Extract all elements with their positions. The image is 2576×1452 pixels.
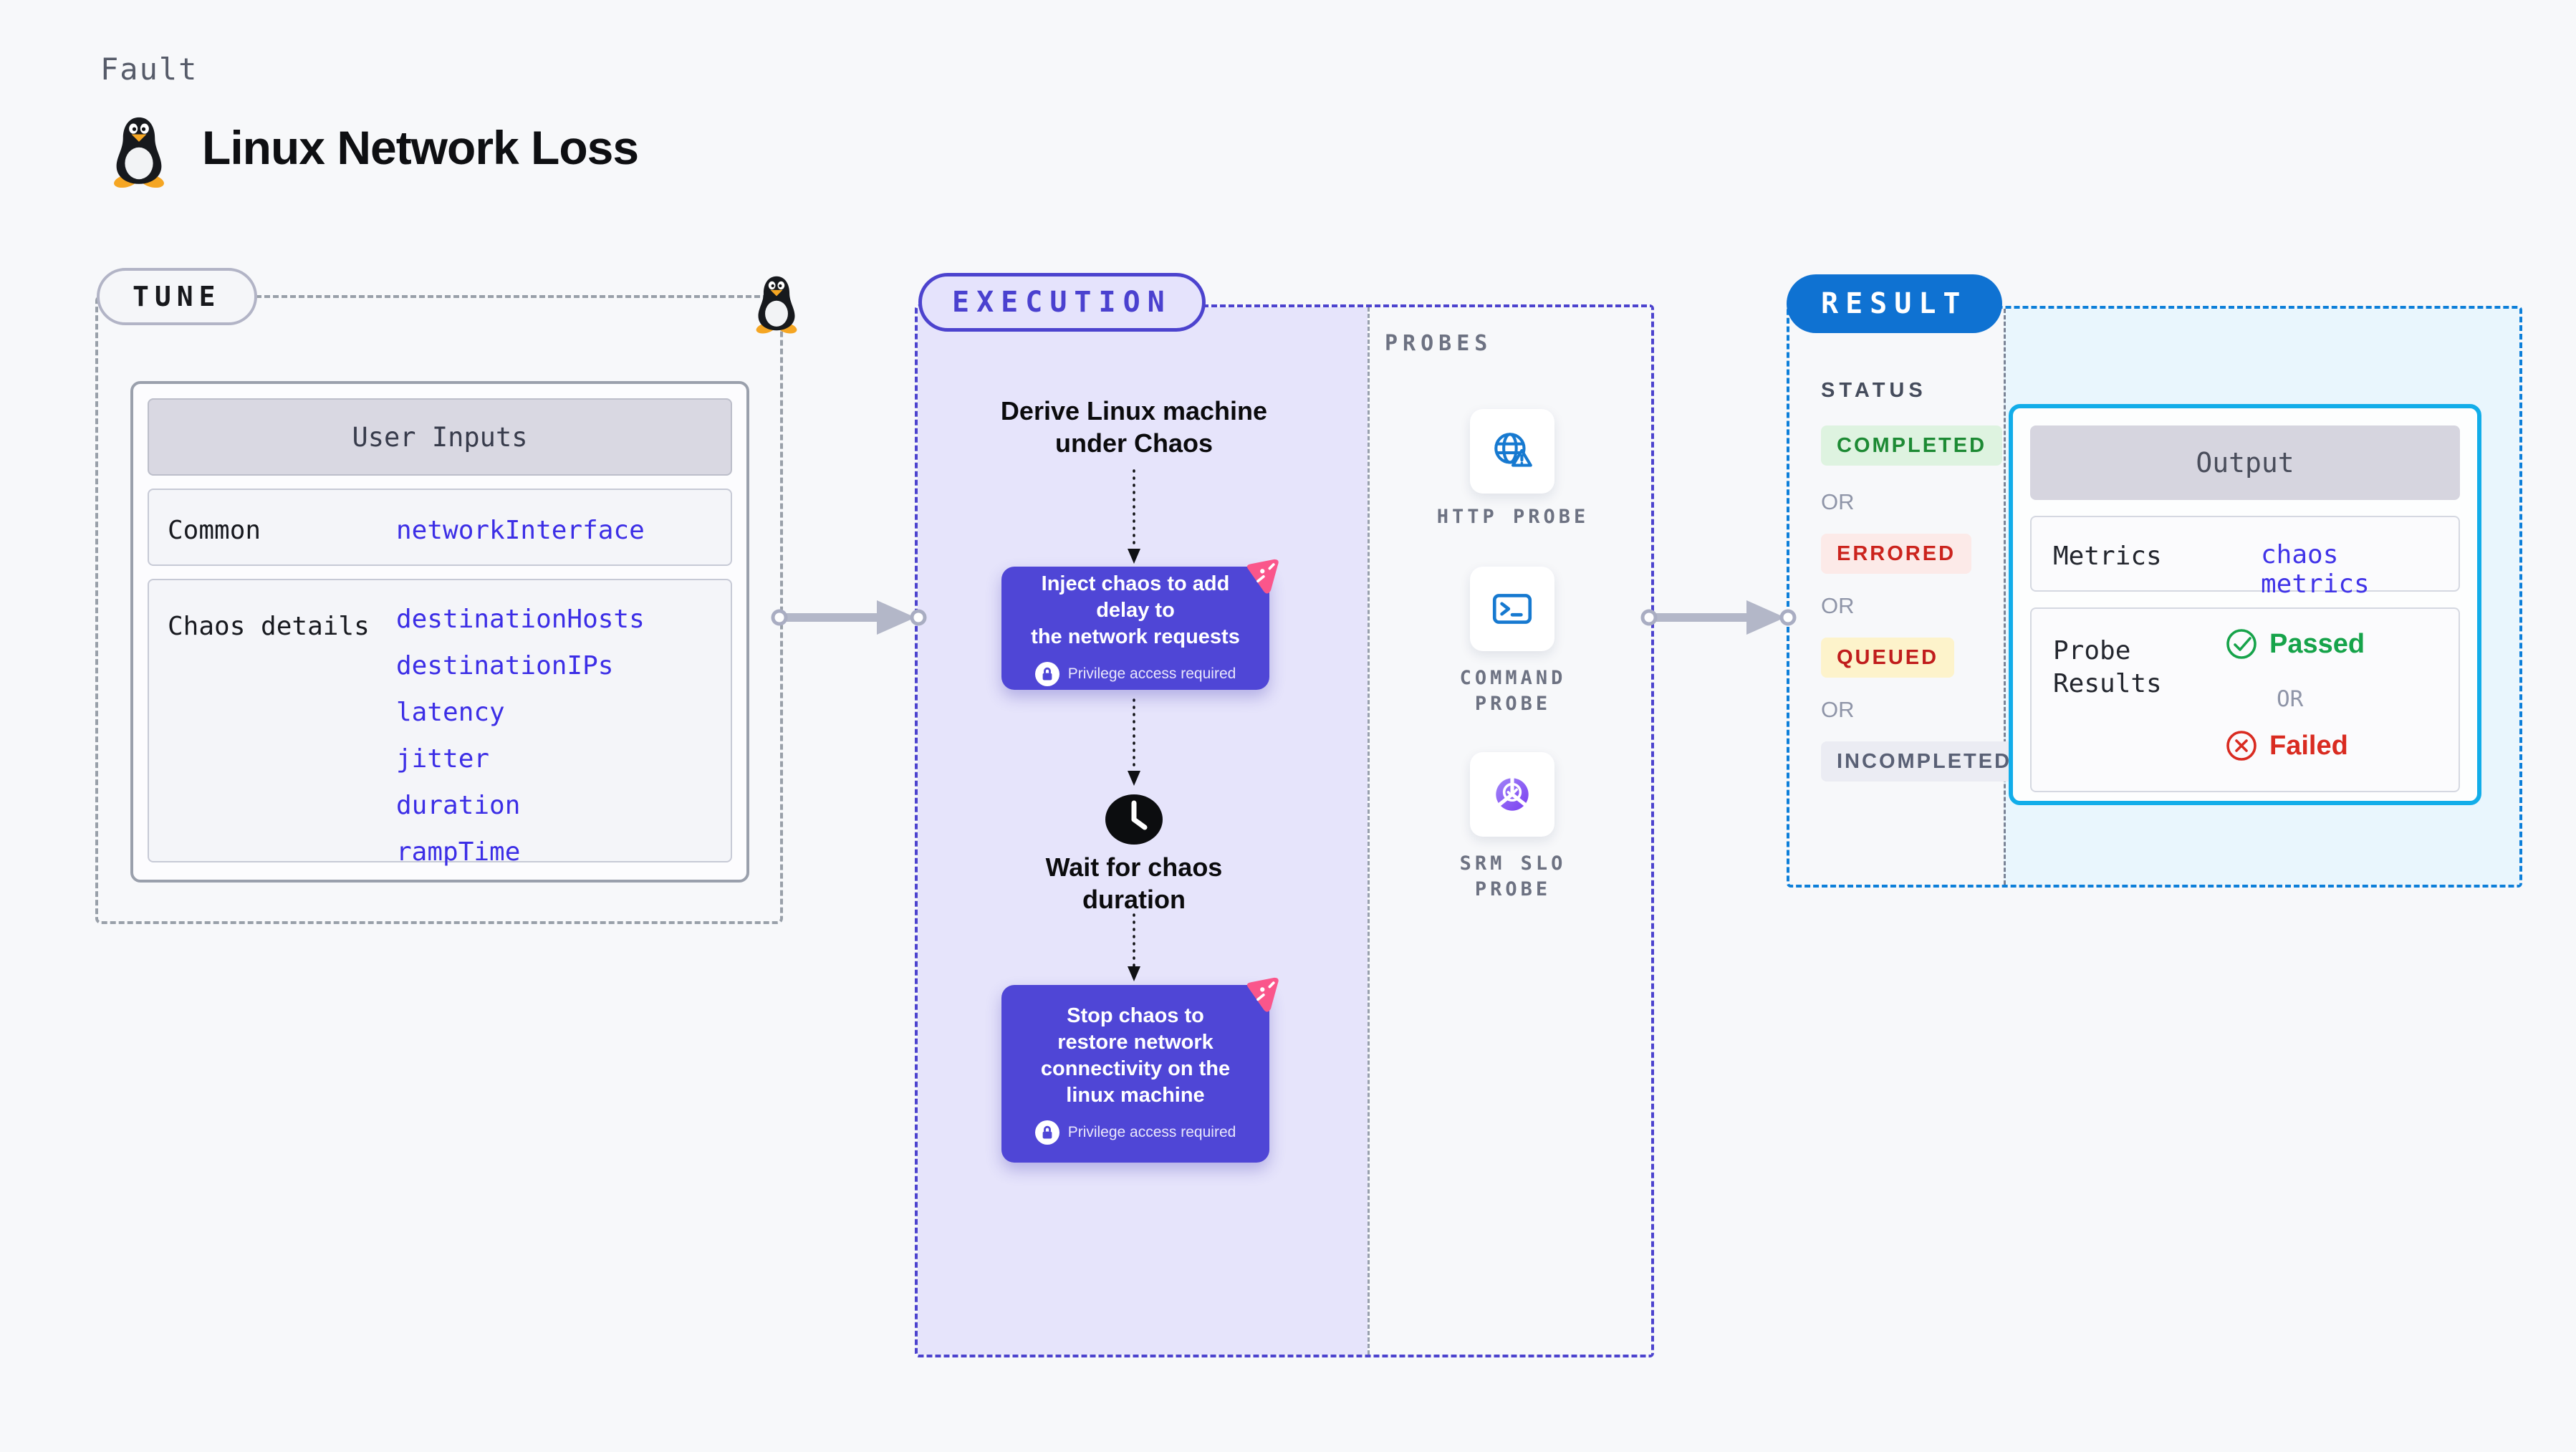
or-separator: OR [1821,593,1855,618]
probe-results-label: Probe Results [2053,636,2162,698]
execution-section: Derive Linux machine under Chaos Inject … [915,304,1654,1357]
status-badge-completed: COMPLETED [1821,425,2003,466]
tune-pill: TUNE [97,268,257,325]
check-circle-icon [2226,629,2257,659]
user-inputs-card: User Inputs Common networkInterface Chao… [130,381,749,883]
probes-label: PROBES [1385,331,1493,356]
status-badge-incompleted: INCOMPLETED [1821,741,2028,782]
row-label: Chaos details [168,612,370,641]
result-section: STATUS COMPLETED OR ERRORED OR QUEUED OR… [1787,306,2522,888]
chaos-logo-icon [1246,977,1279,1012]
probe-label-command: COMMAND PROBE [1459,667,1567,715]
privilege-badge: Privilege access required [1034,661,1236,686]
metrics-label: Metrics [2053,542,2162,571]
probe-label-http: HTTP PROBE [1436,506,1590,528]
x-circle-icon [2226,731,2257,761]
privilege-label: Privilege access required [1067,665,1236,682]
row-value: destinationHosts [396,605,645,634]
tux-small-icon [756,276,797,334]
row-value: jitter [396,744,490,774]
status-badge-queued: QUEUED [1821,638,1955,678]
row-value: rampTime [396,837,521,867]
probe-card-command [1470,567,1554,651]
inject-chaos-node: Inject chaos to add delay to the network… [1001,567,1269,690]
row-value: networkInterface [396,516,645,545]
execution-pill-label: EXECUTION [952,286,1172,319]
result-pill: RESULT [1787,274,2002,333]
lock-icon [1034,661,1059,686]
tux-icon [114,117,164,188]
passed-label: Passed [2269,628,2365,659]
row-value: latency [396,698,505,727]
passed-line: Passed [2225,628,2365,660]
result-pill-label: RESULT [1821,287,1968,320]
wait-step-label: Wait for chaos duration [1045,852,1223,914]
arrow-down-icon [1128,469,1140,564]
row-label: Common [168,516,261,545]
arrow-down-icon [1128,698,1140,786]
status-label: STATUS [1821,379,1927,402]
failed-line: Failed [2225,729,2348,762]
user-inputs-header: User Inputs [148,398,732,476]
stop-chaos-label: Stop chaos to restore network connectivi… [1040,1004,1231,1107]
inject-chaos-label: Inject chaos to add delay to the network… [1031,572,1240,648]
probe-card-srm-slo [1470,752,1554,837]
privilege-badge: Privilege access required [1034,1120,1236,1145]
page-title: Linux Network Loss [202,121,639,174]
row-value: duration [396,791,521,820]
probe-card-http [1470,409,1554,494]
probe-label-srm-slo: SRM SLO PROBE [1459,852,1567,900]
slo-pie-check-icon [1496,777,1529,811]
privilege-label: Privilege access required [1067,1124,1236,1140]
or-separator: OR [2277,686,2304,712]
lock-icon [1034,1120,1059,1145]
failed-label: Failed [2269,730,2348,761]
fault-kicker: Fault [100,52,198,87]
arrow-down-icon [1128,913,1140,981]
user-inputs-row-common: Common networkInterface [148,489,732,566]
user-inputs-row-chaos-details: Chaos details destinationHosts destinati… [148,579,732,867]
or-separator: OR [1821,489,1855,514]
clock-icon [1105,794,1163,845]
globe-alert-icon [1494,433,1532,467]
execution-to-result-arrow [1640,600,1797,635]
tune-pill-label: TUNE [133,281,221,312]
execution-pill: EXECUTION [918,273,1206,332]
tune-to-execution-arrow [771,600,927,635]
output-card: Output Metrics chaos metrics Probe Resul… [2009,404,2481,805]
stop-chaos-node: Stop chaos to restore network connectivi… [1001,985,1269,1163]
metrics-row: Metrics chaos metrics [2030,516,2460,599]
row-value: destinationIPs [396,651,614,681]
or-separator: OR [1821,697,1855,722]
probe-results-row: Probe Results Passed OR Failed [2030,607,2460,792]
status-badge-errored: ERRORED [1821,534,1972,574]
derive-step-label: Derive Linux machine under Chaos [1000,396,1268,458]
terminal-icon [1492,594,1532,624]
output-header: Output [2030,425,2460,500]
chaos-logo-icon [1246,559,1279,594]
metrics-value: chaos metrics [2261,540,2370,599]
